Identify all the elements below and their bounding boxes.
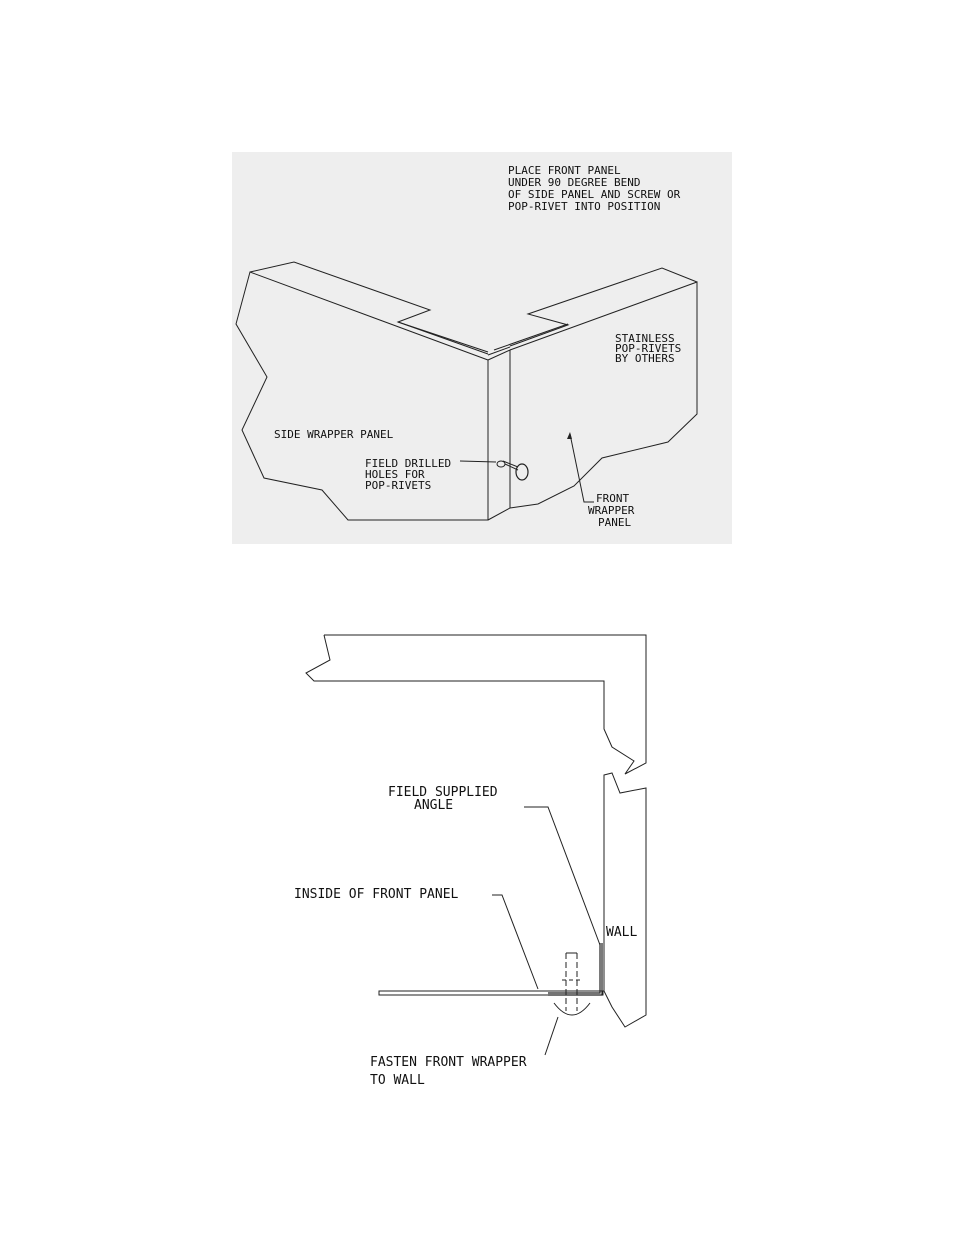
wall-outline (603, 772, 647, 1028)
angle-leader (524, 806, 601, 946)
front-panel-leader (569, 433, 594, 503)
fastener-icon (553, 952, 591, 1016)
holes-leader (459, 460, 497, 463)
section-detail-drawing: FIELD SUPPLIED ANGLE INSIDE OF FRONT PAN… (290, 625, 680, 1105)
isometric-svg: PLACE FRONT PANEL UNDER 90 DEGREE BEND O… (235, 164, 698, 529)
section-svg: FIELD SUPPLIED ANGLE INSIDE OF FRONT PAN… (294, 634, 647, 1088)
front-panel-label: FRONT WRAPPER PANEL (588, 492, 641, 529)
angle-label: FIELD SUPPLIED ANGLE (388, 785, 505, 813)
side-wrapper-panel-outline (235, 271, 489, 521)
corner-bend (487, 349, 511, 521)
front-panel-top-edge (509, 267, 698, 347)
note-text: PLACE FRONT PANEL UNDER 90 DEGREE BEND O… (508, 164, 687, 213)
upper-panel-outline (305, 634, 647, 775)
pop-rivet-icon (496, 460, 529, 481)
wall-label: WALL (606, 925, 637, 940)
leader-arrowhead (567, 432, 572, 439)
side-panel-label: SIDE WRAPPER PANEL (274, 428, 394, 441)
side-panel-top-edge (249, 261, 489, 355)
holes-label: FIELD DRILLED HOLES FOR POP-RIVETS (365, 457, 458, 492)
front-wrapper-panel-outline (509, 281, 698, 509)
front-panel-section (378, 990, 604, 996)
rivets-label: STAINLESS POP-RIVETS BY OTHERS (615, 332, 688, 365)
inside-panel-label: INSIDE OF FRONT PANEL (294, 887, 459, 902)
field-angle (548, 943, 601, 994)
fasten-leader (544, 1016, 559, 1056)
fasten-label: FASTEN FRONT WRAPPER TO WALL (370, 1055, 534, 1088)
inside-panel-leader (492, 894, 539, 990)
isometric-panel-drawing: PLACE FRONT PANEL UNDER 90 DEGREE BEND O… (232, 152, 732, 544)
